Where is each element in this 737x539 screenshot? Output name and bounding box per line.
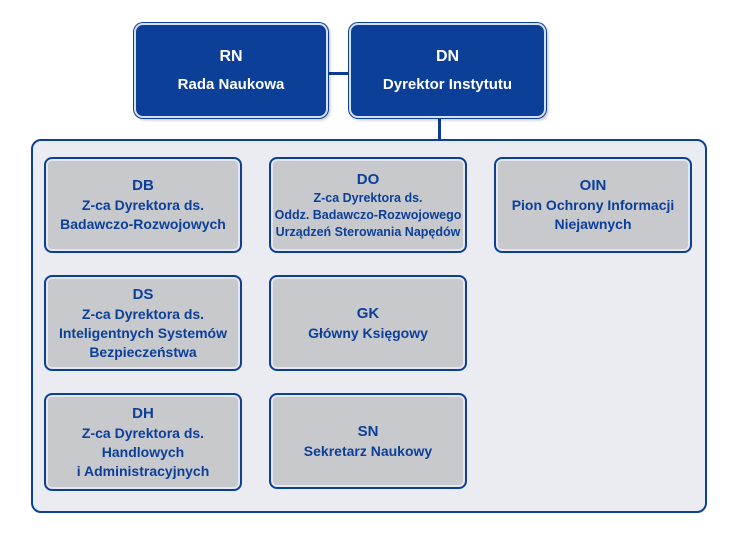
unit-oin-code: OIN	[579, 177, 607, 194]
unit-do-line: Urządzeń Sterowania Napędów	[275, 224, 461, 239]
rn-title: Rada Naukowa	[177, 75, 285, 93]
unit-dh-line: Z-ca Dyrektora ds.	[81, 424, 205, 441]
unit-oin-line: Niejawnych	[554, 216, 632, 232]
unit-sn-line: Sekretarz Naukowy	[303, 442, 433, 459]
unit-ds-line: Z-ca Dyrektora ds.	[81, 305, 205, 322]
unit-db-line: Badawczo-Rozwojowych	[60, 216, 226, 232]
dn-container-connector	[438, 115, 441, 141]
dn-box[interactable]: DN Dyrektor Instytutu	[349, 23, 546, 118]
unit-dh-code: DH	[132, 404, 154, 422]
unit-sn[interactable]: SN Sekretarz Naukowy	[269, 393, 467, 489]
rn-code: RN	[219, 47, 243, 65]
unit-db-line: Z-ca Dyrektora ds.	[81, 197, 205, 213]
unit-dh[interactable]: DH Z-ca Dyrektora ds. Handlowych i Admin…	[44, 393, 242, 491]
unit-do-line: Oddz. Badawczo-Rozwojowego	[274, 207, 462, 222]
unit-gk-code: GK	[356, 304, 380, 322]
unit-ds[interactable]: DS Z-ca Dyrektora ds. Inteligentnych Sys…	[44, 275, 242, 371]
unit-oin[interactable]: OIN Pion Ochrony Informacji Niejawnych	[494, 157, 692, 253]
unit-db-code: DB	[132, 177, 154, 194]
unit-sn-code: SN	[357, 422, 379, 440]
dn-title: Dyrektor Instytutu	[382, 75, 513, 93]
unit-db[interactable]: DB Z-ca Dyrektora ds. Badawczo-Rozwojowy…	[44, 157, 242, 253]
unit-oin-line: Pion Ochrony Informacji	[511, 197, 675, 213]
unit-dh-line: Handlowych	[101, 443, 185, 460]
unit-do-code: DO	[356, 170, 380, 188]
rn-box[interactable]: RN Rada Naukowa	[134, 23, 328, 118]
unit-do[interactable]: DO Z-ca Dyrektora ds. Oddz. Badawczo-Roz…	[269, 157, 467, 253]
unit-ds-line: Inteligentnych Systemów	[58, 324, 228, 341]
unit-ds-code: DS	[132, 285, 154, 303]
unit-gk[interactable]: GK Główny Księgowy	[269, 275, 467, 371]
dn-code: DN	[435, 47, 460, 65]
unit-gk-line: Główny Księgowy	[308, 324, 428, 341]
unit-ds-line: Bezpieczeństwa	[89, 343, 197, 360]
unit-dh-line: i Administracyjnych	[76, 462, 210, 479]
unit-do-line: Z-ca Dyrektora ds.	[313, 190, 423, 205]
rn-dn-connector	[325, 72, 353, 75]
